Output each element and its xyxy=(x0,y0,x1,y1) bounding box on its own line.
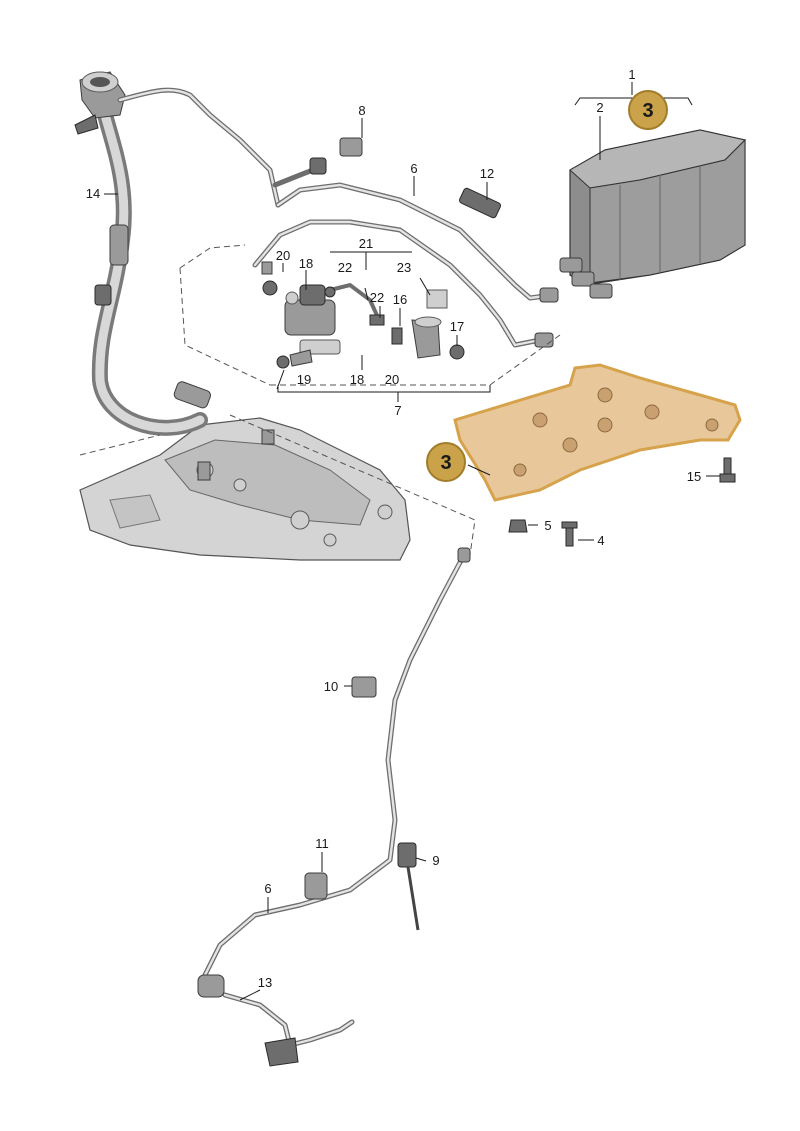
callout-9: 9 xyxy=(432,853,439,868)
fuel-tank xyxy=(79,417,411,561)
callout-labels: 1 2 8 6 12 14 21 20 18 22 23 22 16 17 19… xyxy=(86,67,701,990)
callout-8: 8 xyxy=(358,103,365,118)
badge-shield: 3 xyxy=(426,442,466,482)
callout-7: 7 xyxy=(394,403,401,418)
leader-lines xyxy=(104,82,720,1001)
callout-4: 4 xyxy=(597,533,604,548)
callout-22-mid: 22 xyxy=(370,290,384,305)
vent-line-upper xyxy=(252,157,559,348)
vent-line-lower xyxy=(197,547,471,1067)
filler-neck xyxy=(74,71,281,436)
callout-21: 21 xyxy=(359,236,373,251)
callout-18-top: 18 xyxy=(299,256,313,271)
charcoal-canister xyxy=(559,129,746,299)
valve-cluster xyxy=(261,137,502,369)
callout-23: 23 xyxy=(397,260,411,275)
badge-top: 3 xyxy=(628,90,668,130)
callout-6-lower: 6 xyxy=(264,881,271,896)
callout-2: 2 xyxy=(596,100,603,115)
callout-20-bottom: 20 xyxy=(385,372,399,387)
callout-17: 17 xyxy=(450,319,464,334)
callout-18-bottom: 18 xyxy=(350,372,364,387)
callout-15: 15 xyxy=(687,469,701,484)
underbody-shield xyxy=(453,363,742,502)
callout-5: 5 xyxy=(544,518,551,533)
badge-top-label: 3 xyxy=(642,100,653,122)
callout-12: 12 xyxy=(480,166,494,181)
assembly-outline xyxy=(79,244,561,556)
callout-6-upper: 6 xyxy=(410,161,417,176)
badge-shield-label: 3 xyxy=(440,452,451,474)
fasteners xyxy=(508,457,736,547)
callout-20-top: 20 xyxy=(276,248,290,263)
callout-16: 16 xyxy=(393,292,407,307)
callout-14: 14 xyxy=(86,186,100,201)
callout-19: 19 xyxy=(297,372,311,387)
callout-11: 11 xyxy=(315,836,329,851)
callout-13: 13 xyxy=(258,975,272,990)
callout-10: 10 xyxy=(324,679,338,694)
callout-22-top: 22 xyxy=(338,260,352,275)
callout-1: 1 xyxy=(628,67,635,82)
